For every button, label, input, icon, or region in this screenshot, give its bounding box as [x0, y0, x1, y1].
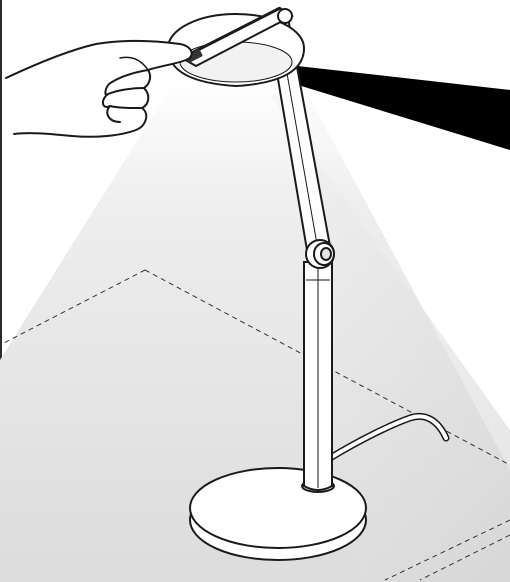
hand-icon: [5, 40, 193, 138]
lamp-base: [189, 467, 367, 561]
desk-lamp-icon: [167, 6, 305, 88]
lamp-joint: [305, 239, 335, 269]
desk-surface-icon: [0, 269, 510, 581]
light-beam-right: [270, 95, 510, 582]
lamp-post: [303, 261, 333, 491]
touch-button-icon: [185, 49, 203, 63]
